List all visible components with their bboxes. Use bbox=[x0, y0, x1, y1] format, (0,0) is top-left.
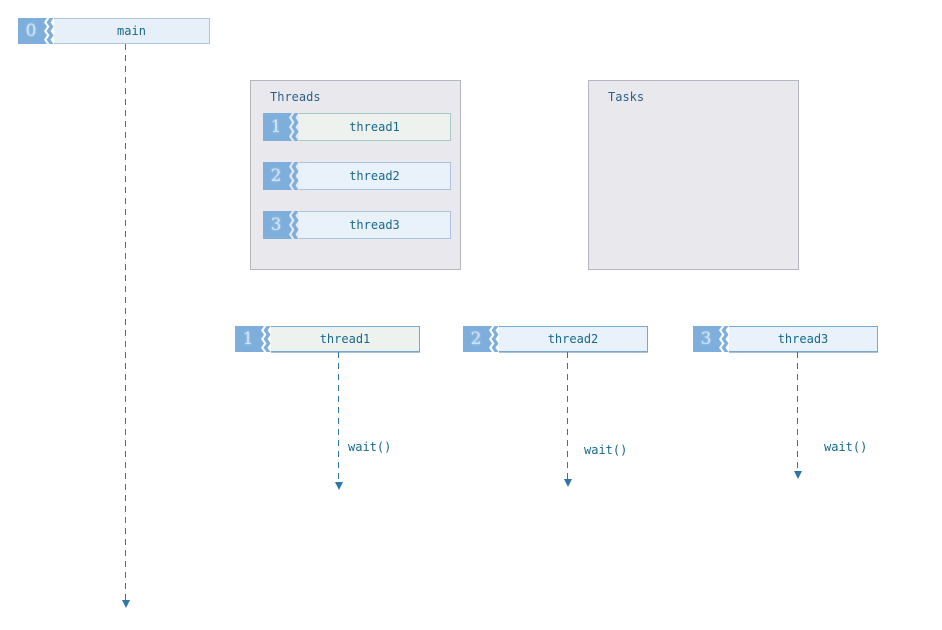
wait-annotation-thread2: wait() bbox=[584, 443, 628, 457]
tear-edge-icon bbox=[489, 326, 499, 352]
thread-label: main bbox=[54, 18, 210, 44]
thread-label: thread3 bbox=[729, 326, 878, 352]
thread-id-badge: 0 bbox=[18, 18, 44, 44]
badge-number: 3 bbox=[700, 329, 712, 349]
wait-annotation-thread3: wait() bbox=[824, 440, 868, 454]
threads-panel-item-thread2: 2 thread2 bbox=[263, 162, 451, 190]
thread2-lifeline bbox=[563, 352, 572, 487]
badge-number: 1 bbox=[242, 329, 254, 349]
thread-id-badge: 3 bbox=[693, 326, 719, 352]
tear-edge-icon bbox=[719, 326, 729, 352]
badge-number: 3 bbox=[270, 215, 282, 235]
badge-number: 1 bbox=[270, 117, 282, 137]
tear-edge-icon bbox=[261, 326, 271, 352]
thread-id-badge: 2 bbox=[263, 162, 289, 190]
threads-panel-item-thread1: 1 thread1 bbox=[263, 113, 451, 141]
panel-title: Tasks bbox=[608, 90, 645, 104]
tear-edge-icon bbox=[44, 18, 54, 44]
threads-panel: Threads 1 thread1 2 thread2 3 bbox=[250, 80, 461, 270]
threads-panel-item-thread3: 3 thread3 bbox=[263, 211, 451, 239]
thread1-lifeline bbox=[334, 352, 343, 490]
thread-id-badge: 1 bbox=[263, 113, 289, 141]
arrow-down-icon bbox=[563, 479, 572, 487]
thread-label: thread2 bbox=[299, 162, 451, 190]
lifeline-dashed-line bbox=[567, 352, 568, 479]
thread-label: thread1 bbox=[271, 326, 420, 352]
thread-label: thread2 bbox=[499, 326, 648, 352]
thread-id-badge: 2 bbox=[463, 326, 489, 352]
tasks-panel: Tasks bbox=[588, 80, 799, 270]
badge-number: 0 bbox=[25, 21, 37, 41]
lifeline-dashed-line bbox=[338, 352, 339, 482]
badge-number: 2 bbox=[270, 166, 282, 186]
tear-edge-icon bbox=[289, 211, 299, 239]
lifeline-dashed-line bbox=[797, 352, 798, 471]
arrow-down-icon bbox=[334, 482, 343, 490]
tear-edge-icon bbox=[289, 113, 299, 141]
thread-id-badge: 3 bbox=[263, 211, 289, 239]
main-thread-bar: 0 main bbox=[18, 18, 210, 44]
wait-annotation-thread1: wait() bbox=[348, 440, 392, 454]
arrow-down-icon bbox=[793, 471, 802, 479]
tear-edge-icon bbox=[289, 162, 299, 190]
thread-id-badge: 1 bbox=[235, 326, 261, 352]
lifeline-header-thread1: 1 thread1 bbox=[235, 326, 420, 352]
thread-label: thread1 bbox=[299, 113, 451, 141]
thread3-lifeline bbox=[793, 352, 802, 479]
thread-label: thread3 bbox=[299, 211, 451, 239]
badge-number: 2 bbox=[470, 329, 482, 349]
panel-title: Threads bbox=[270, 90, 321, 104]
main-lifeline bbox=[121, 44, 130, 608]
lifeline-header-thread3: 3 thread3 bbox=[693, 326, 878, 352]
lifeline-header-thread2: 2 thread2 bbox=[463, 326, 648, 352]
arrow-down-icon bbox=[121, 600, 130, 608]
lifeline-dashed-line bbox=[125, 44, 126, 600]
